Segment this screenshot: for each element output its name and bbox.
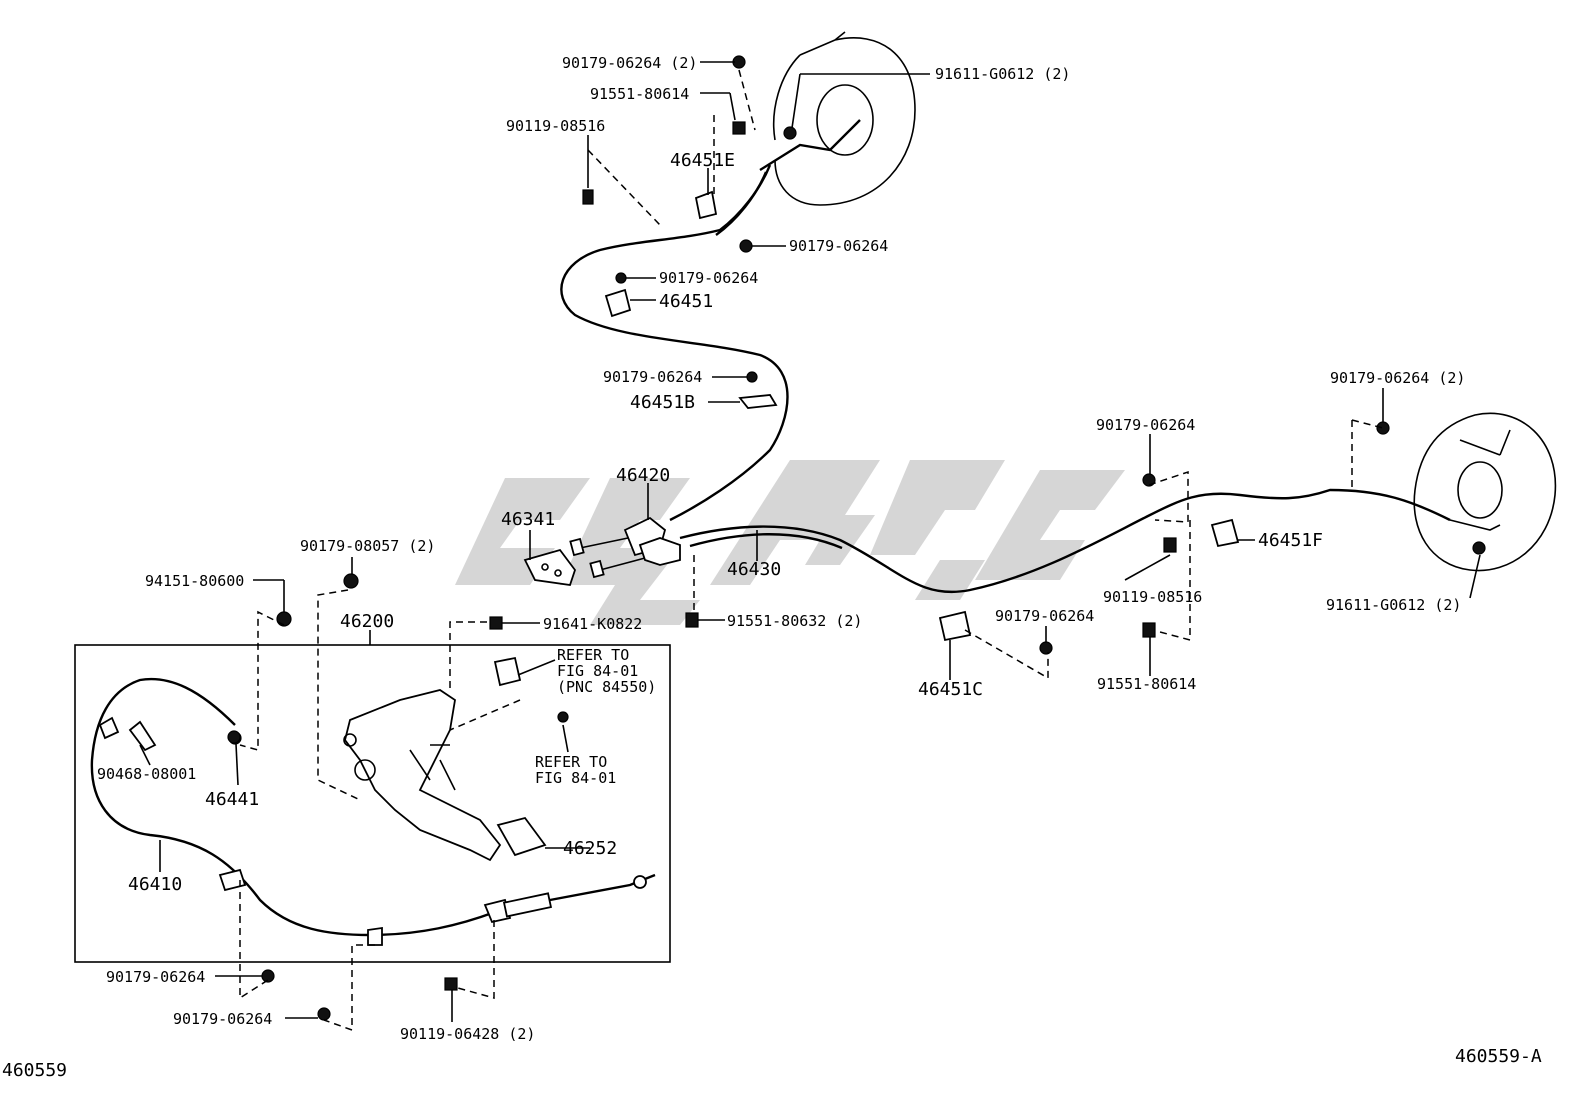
main-cable-46430	[679, 488, 1451, 594]
label-90119-08516-top: 90119-08516	[506, 117, 605, 135]
bracket-46341	[523, 548, 577, 586]
refer-note-1-line-2: FIG 84-01	[557, 662, 638, 680]
pedal-assembly-46200	[343, 656, 569, 862]
label-91551-80614-right: 91551-80614	[1097, 675, 1196, 693]
front-cable-46410	[90, 677, 656, 946]
label-91551-80632-2: 91551-80632 (2)	[727, 612, 862, 630]
label-90179-06264-g: 90179-06264	[995, 607, 1094, 625]
upper-cable	[560, 164, 789, 522]
label-90179-08057-2: 90179-08057 (2)	[300, 537, 435, 555]
label-46451B: 46451B	[630, 392, 695, 413]
label-90119-06428-2: 90119-06428 (2)	[400, 1025, 535, 1043]
footer-right-code: 460559-A	[1455, 1046, 1542, 1067]
label-46451: 46451	[659, 291, 713, 312]
label-46420: 46420	[616, 465, 670, 486]
label-46252: 46252	[563, 838, 617, 859]
leader-lines	[139, 61, 1481, 1022]
label-46410: 46410	[128, 874, 182, 895]
label-90179-06264-2-top: 90179-06264 (2)	[562, 54, 697, 72]
label-46451F: 46451F	[1258, 530, 1323, 551]
refer-note-2-line-1: REFER TO	[535, 753, 607, 771]
label-46200: 46200	[340, 611, 394, 632]
dashed-guides	[239, 69, 1384, 1032]
label-90179-06264-f: 90179-06264	[1096, 416, 1195, 434]
label-90179-06264-e: 90179-06264	[173, 1010, 272, 1028]
label-90179-06264-b: 90179-06264	[659, 269, 758, 287]
equalizer-46420	[569, 516, 681, 579]
label-90468-08001: 90468-08001	[97, 765, 196, 783]
footer-left-code: 460559	[2, 1060, 67, 1081]
part-labels: 90179-06264 (2) 91611-G0612 (2) 91551-80…	[2, 54, 1542, 1081]
label-90179-06264-2-right: 90179-06264 (2)	[1330, 369, 1465, 387]
label-46430: 46430	[727, 559, 781, 580]
label-90179-06264-a: 90179-06264	[789, 237, 888, 255]
right-brake-backing-plate	[1413, 412, 1557, 572]
fasteners	[227, 55, 1486, 1021]
refer-note-1-line-1: REFER TO	[557, 646, 629, 664]
label-91611-G0612-2-right: 91611-G0612 (2)	[1326, 596, 1461, 614]
refer-note-1-line-3: (PNC 84550)	[557, 678, 656, 696]
label-90179-06264-d: 90179-06264	[106, 968, 205, 986]
label-91611-G0612-2-top: 91611-G0612 (2)	[935, 65, 1070, 83]
label-90119-08516-right: 90119-08516	[1103, 588, 1202, 606]
pedal-assembly-box	[74, 644, 671, 963]
left-brake-backing-plate	[759, 31, 916, 206]
label-46451C: 46451C	[918, 679, 983, 700]
watermark-logo	[455, 460, 1125, 625]
label-91641-K0822: 91641-K0822	[543, 615, 642, 633]
label-90179-06264-c: 90179-06264	[603, 368, 702, 386]
label-46341: 46341	[501, 509, 555, 530]
label-94151-80600: 94151-80600	[145, 572, 244, 590]
label-91551-80614-top: 91551-80614	[590, 85, 689, 103]
refer-note-2-line-2: FIG 84-01	[535, 769, 616, 787]
label-46441: 46441	[205, 789, 259, 810]
label-46451E: 46451E	[670, 150, 735, 171]
